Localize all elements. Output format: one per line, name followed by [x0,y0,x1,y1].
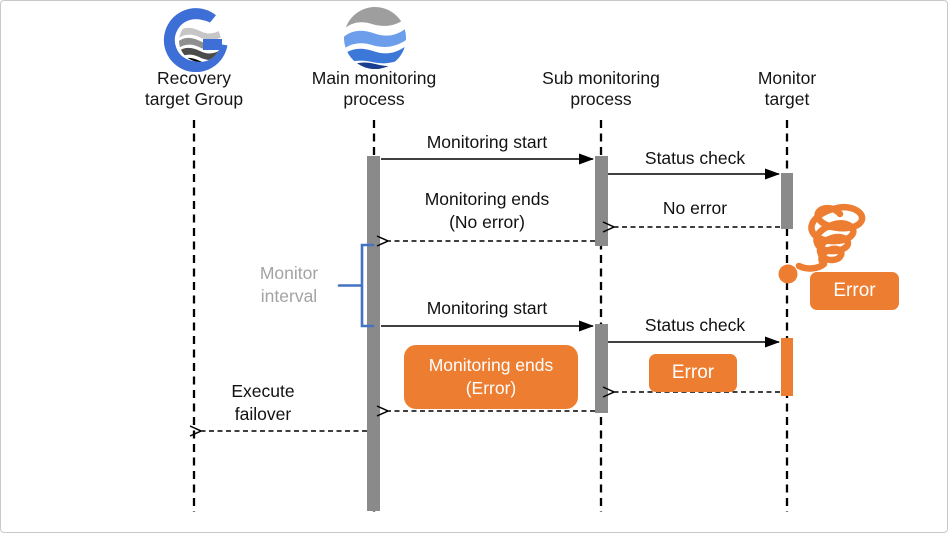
actor-monitor-target: Monitor target [757,68,817,109]
monitor-interval-line1: Monitor [259,263,319,283]
error-dot-icon [778,264,798,284]
execute-failover-line2: failover [234,404,292,424]
message-label-monitoring-start-2: Monitoring start [426,298,548,318]
actor-recovery-target-group: Recovery target Group [144,68,244,109]
message-label-no-error: No error [662,198,728,218]
monitoring-ends-error-line1: Monitoring ends [428,355,554,375]
message-label-status-check-1: Status check [644,148,746,168]
activation-bar-target-error [781,338,793,396]
execute-failover-line1: Execute [231,381,295,401]
monitoring-ends-ok-line1: Monitoring ends [424,189,550,209]
monitor-interval-note: Monitor interval [234,262,344,308]
message-label-status-check-2: Status check [644,315,746,335]
message-label-monitoring-ends-ok: Monitoring ends (No error) [392,188,582,234]
error-spring-doodle-icon [795,203,866,272]
monitor-interval-line2: interval [260,286,318,306]
message-label-monitoring-start-1: Monitoring start [426,132,548,152]
monitoring-ends-error-badge: Monitoring ends (Error) [404,345,578,409]
activation-bar-sub-2 [595,324,608,413]
message-label-execute-failover: Execute failover [204,380,322,426]
activation-bar-target-1 [781,173,793,229]
error-badge-monitor-target: Error [810,272,899,310]
error-badge-return: Error [649,354,737,392]
globe-g-logo-icon [163,8,228,72]
monitoring-ends-error-line2: (Error) [465,378,517,398]
monitor-interval-brace [337,243,375,328]
activation-bar-main [367,156,380,511]
monitoring-ends-ok-line2: (No error) [449,212,525,232]
actor-sub-monitoring-process: Sub monitoring process [542,68,660,109]
actor-main-monitoring-process: Main monitoring process [311,68,437,109]
wave-sphere-logo-icon [344,7,406,69]
